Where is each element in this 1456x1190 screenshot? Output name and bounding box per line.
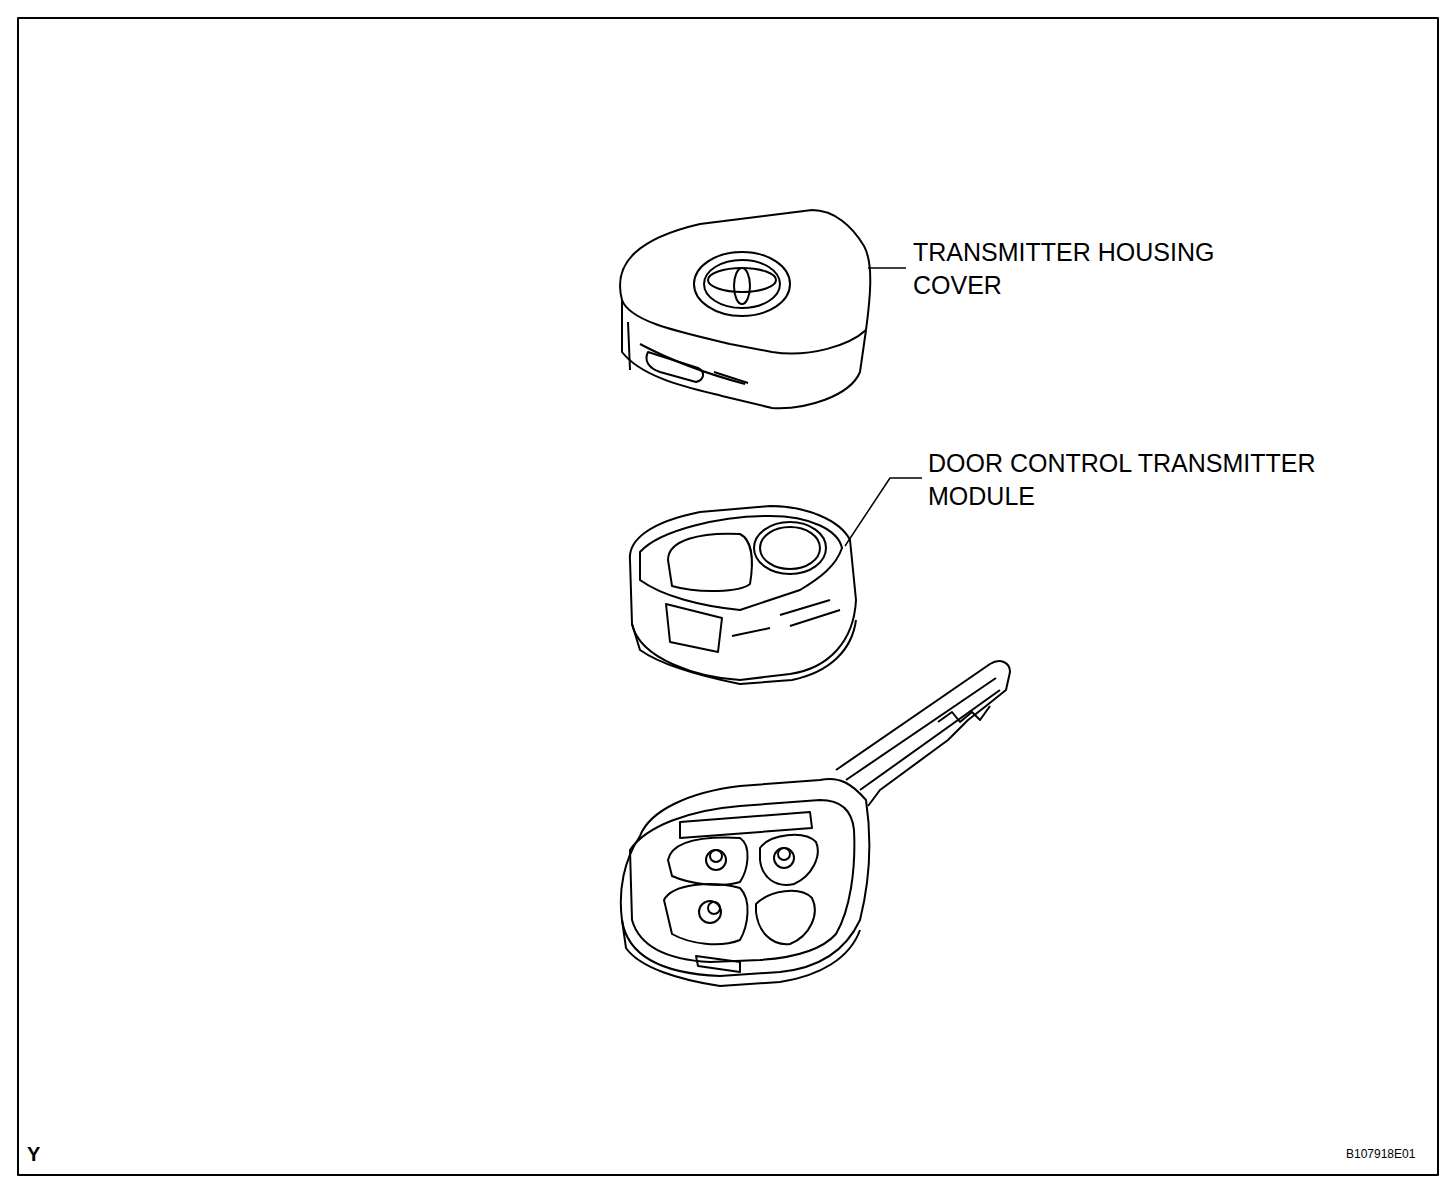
view-code: Y — [27, 1142, 67, 1166]
leader-line — [868, 267, 906, 269]
frame-border — [18, 18, 1438, 1175]
housing-cover — [620, 210, 870, 408]
key-base — [621, 661, 1010, 986]
part-name: DOOR CONTROL TRANSMITTER MODULE — [928, 447, 1378, 513]
figure-code: B107918E01 — [1346, 1146, 1438, 1162]
transmitter-module — [630, 506, 856, 684]
leader-line — [845, 478, 922, 546]
part-name: TRANSMITTER HOUSING COVER — [913, 236, 1275, 302]
